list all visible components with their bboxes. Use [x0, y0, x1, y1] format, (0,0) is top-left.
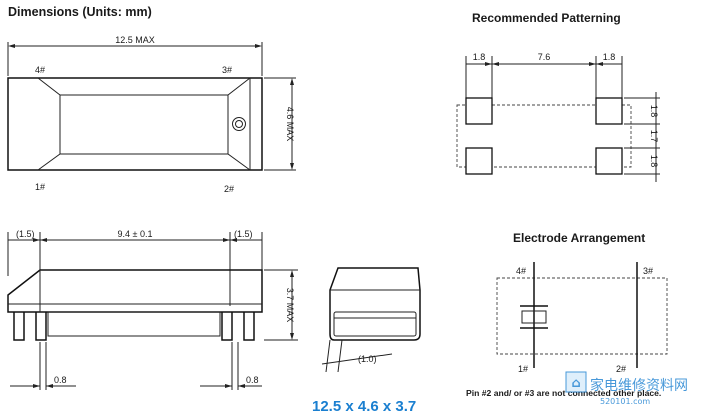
lead-left-outer	[13, 312, 25, 341]
end-seal	[333, 311, 417, 337]
right-lead-label: 0.8	[246, 375, 259, 385]
side-arrow-up	[290, 270, 294, 277]
patterning-view: 1.8 7.6 1.8 1.8 1.7 1.8	[456, 52, 660, 182]
pin1-mark-outer	[232, 117, 246, 131]
lead-right-inner	[221, 312, 233, 341]
pat-arrow-4	[596, 62, 603, 66]
crystal-symbol	[521, 310, 547, 324]
dimensions-title: Dimensions (Units: mm)	[8, 5, 152, 19]
pin1-mark-inner	[235, 120, 243, 128]
pat-arrow-1	[485, 62, 492, 66]
lead-arrow-4	[238, 384, 245, 388]
watermark-text: 家电维修资料网	[590, 377, 688, 394]
end-lead-ext-2	[337, 339, 343, 373]
arrow-down	[290, 163, 294, 170]
end-view: (1.0)	[321, 267, 421, 373]
top-body-outline	[7, 77, 263, 171]
side-arrow-1	[33, 238, 40, 242]
top-pin-1: 1#	[35, 182, 45, 192]
package-size-label: 12.5 x 4.6 x 3.7	[312, 398, 416, 415]
left-lead-label: 0.8	[54, 375, 67, 385]
length-label: 12.5 MAX	[115, 35, 155, 45]
elec-note: Pin #2 and/ or #3 are not connected othe…	[466, 388, 661, 398]
lead-arrow-3	[225, 384, 232, 388]
pat-v-top: 1.8	[649, 105, 659, 118]
side-arrow-2	[40, 238, 47, 242]
end-lead-dim	[321, 353, 393, 365]
side-view: (1.5) 9.4 ± 0.1 (1.5) 3.7 MAX 0.8	[7, 229, 298, 390]
pat-pad-bottom-right	[595, 147, 623, 175]
pat-outline-dashed	[456, 104, 632, 168]
side-body-outline	[7, 269, 263, 313]
watermark: ⌂ 家电维修资料网 520101.com	[565, 371, 688, 406]
pat-gap: 7.6	[538, 52, 551, 62]
side-right-offset: (1.5)	[234, 229, 253, 239]
height-label: 4.6 MAX	[285, 107, 295, 142]
pat-arrow-3	[589, 62, 596, 66]
side-arrow-4	[230, 238, 237, 242]
top-view: 12.5 MAX 4# 3# 1# 2# 4.6 MAX	[7, 35, 296, 194]
top-pin-4: 4#	[35, 65, 45, 75]
pat-pad-w-right: 1.8	[603, 52, 616, 62]
patterning-title: Recommended Patterning	[472, 11, 621, 25]
pat-pad-bottom-left	[465, 147, 493, 175]
elec-outline-dashed	[496, 277, 668, 355]
electrode-title: Electrode Arrangement	[513, 231, 645, 245]
end-body-outline	[329, 267, 421, 341]
side-arrow-down	[290, 333, 294, 340]
lead-arrow-1	[33, 384, 40, 388]
elec-pin-3: 3#	[643, 266, 653, 276]
elec-pin-4: 4#	[516, 266, 526, 276]
elec-pin-1: 1#	[518, 364, 528, 374]
side-height-label: 3.7 MAX	[285, 288, 295, 323]
pat-pad-top-right	[595, 97, 623, 125]
side-arrow-3	[223, 238, 230, 242]
pat-pad-w-left: 1.8	[473, 52, 486, 62]
pat-arrow-2	[492, 62, 499, 66]
end-lead-label: (1.0)	[358, 354, 377, 364]
pat-v-bot: 1.8	[649, 155, 659, 168]
watermark-logo-glyph: ⌂	[571, 376, 580, 391]
lead-right-outer	[243, 312, 255, 341]
pat-pad-top-left	[465, 97, 493, 125]
top-face-upper	[37, 77, 251, 96]
electrode-view: 4# 3# 1# 2# Pin #2 and/ or #3 are not co…	[466, 262, 668, 398]
arrow-up	[290, 78, 294, 85]
lead-left-inner	[35, 312, 47, 341]
side-seal	[47, 311, 221, 337]
top-pin-2: 2#	[224, 184, 234, 194]
elec-pin-2: 2#	[616, 364, 626, 374]
arrow-left	[8, 44, 15, 48]
arrow-right	[255, 44, 262, 48]
top-face-lower	[37, 153, 251, 171]
watermark-url: 520101.com	[600, 397, 650, 406]
side-center-span: 9.4 ± 0.1	[118, 229, 153, 239]
side-left-offset: (1.5)	[16, 229, 35, 239]
top-pin-3: 3#	[222, 65, 232, 75]
pat-v-mid: 1.7	[649, 130, 659, 143]
lead-arrow-2	[46, 384, 53, 388]
watermark-logo-icon	[565, 371, 587, 393]
end-lead-ext-1	[325, 339, 331, 373]
